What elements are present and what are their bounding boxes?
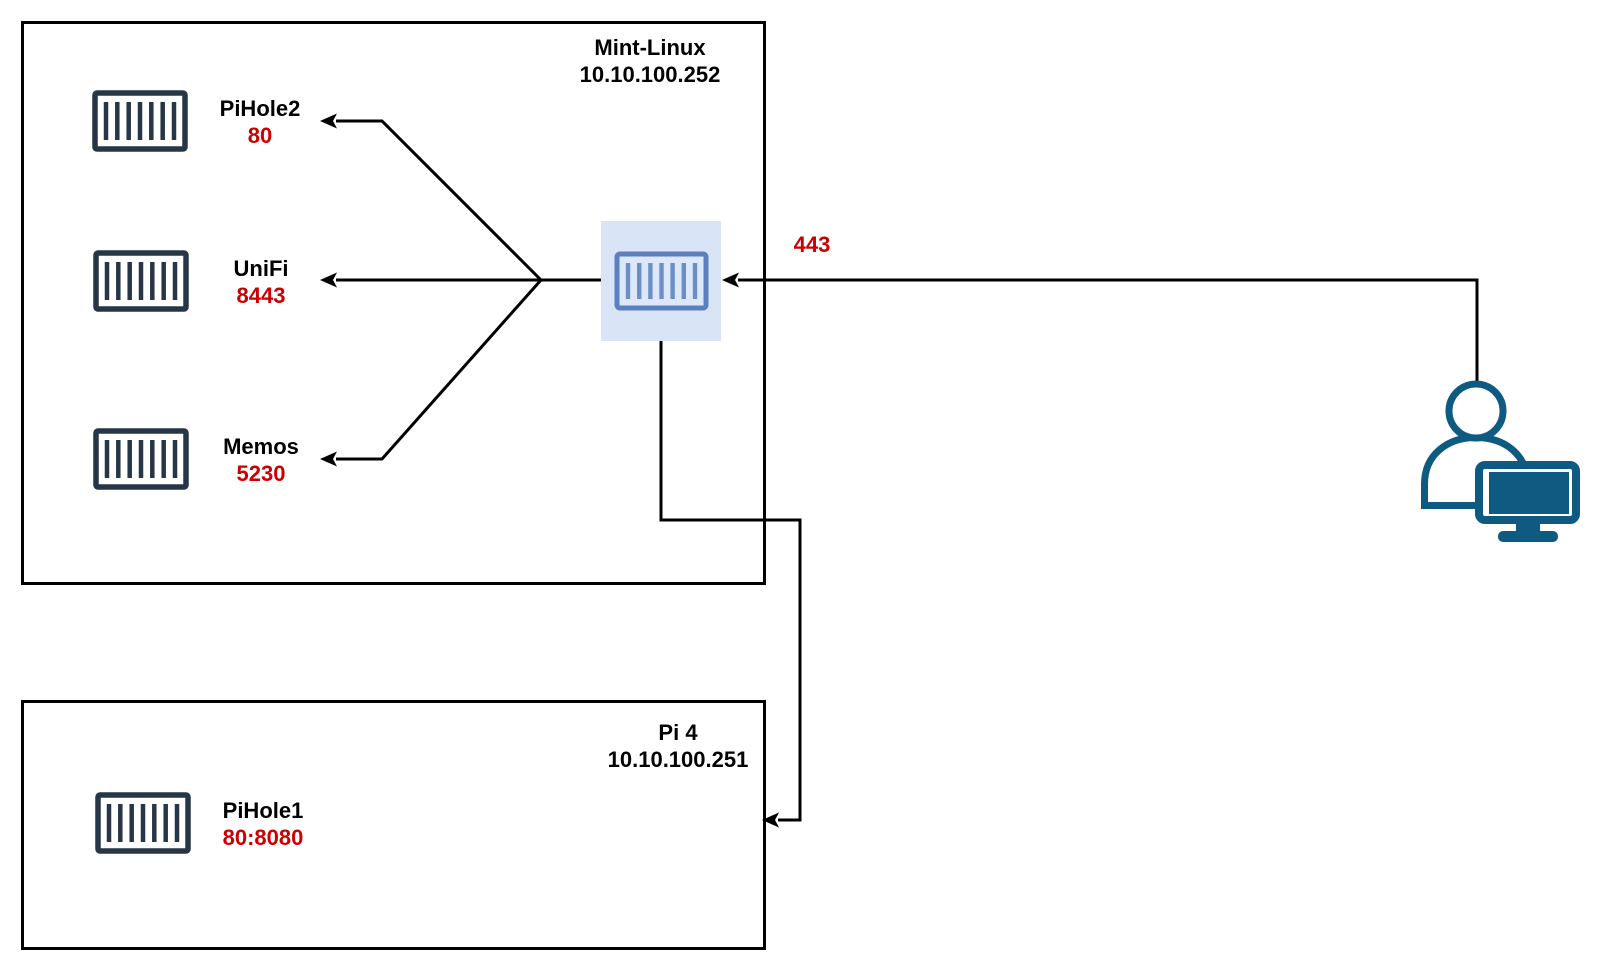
host-name-pi4: Pi 4 bbox=[658, 720, 698, 745]
service-port: 80 bbox=[247, 123, 273, 148]
service-label: PiHole2 80 bbox=[180, 95, 340, 149]
service-pihole2: PiHole2 80 bbox=[92, 90, 300, 152]
service-label: Memos 5230 bbox=[181, 433, 341, 487]
reverse-proxy-highlight bbox=[601, 221, 721, 341]
host-name-mint: Mint-Linux bbox=[594, 35, 706, 60]
container-icon bbox=[93, 250, 189, 312]
port-443-label: 443 bbox=[793, 232, 831, 257]
edge-user-to-proxy-443 bbox=[738, 278, 1479, 382]
service-label: UniFi 8443 bbox=[181, 255, 341, 309]
host-title-pi4: Pi 4 10.10.100.251 bbox=[558, 719, 798, 773]
container-icon bbox=[92, 90, 188, 152]
host-ip-mint: 10.10.100.252 bbox=[579, 62, 721, 87]
service-name: UniFi bbox=[233, 256, 289, 281]
container-icon bbox=[95, 792, 191, 854]
monitor-screen bbox=[1489, 472, 1569, 514]
service-pihole1: PiHole1 80:8080 bbox=[95, 792, 303, 854]
host-title-mint: Mint-Linux 10.10.100.252 bbox=[530, 34, 770, 88]
service-label: PiHole1 80:8080 bbox=[183, 797, 343, 851]
monitor-stand-base bbox=[1498, 531, 1558, 542]
reverse-proxy-container-icon bbox=[614, 251, 708, 311]
service-name: PiHole1 bbox=[222, 798, 304, 823]
host-ip-pi4: 10.10.100.251 bbox=[607, 747, 749, 772]
service-port: 8443 bbox=[236, 283, 286, 308]
host-box-mint-linux: Mint-Linux 10.10.100.252 PiHole2 80 bbox=[21, 21, 766, 585]
service-memos: Memos 5230 bbox=[93, 428, 299, 490]
service-name: Memos bbox=[223, 434, 299, 459]
host-box-pi4: Pi 4 10.10.100.251 PiHole1 80:8080 bbox=[21, 700, 766, 950]
user-workstation-icon bbox=[1421, 380, 1580, 542]
service-unifi: UniFi 8443 bbox=[93, 250, 289, 312]
user-head bbox=[1445, 380, 1507, 442]
container-icon bbox=[93, 428, 189, 490]
service-name: PiHole2 bbox=[219, 96, 301, 121]
service-port: 5230 bbox=[236, 461, 286, 486]
service-port: 80:8080 bbox=[222, 825, 304, 850]
